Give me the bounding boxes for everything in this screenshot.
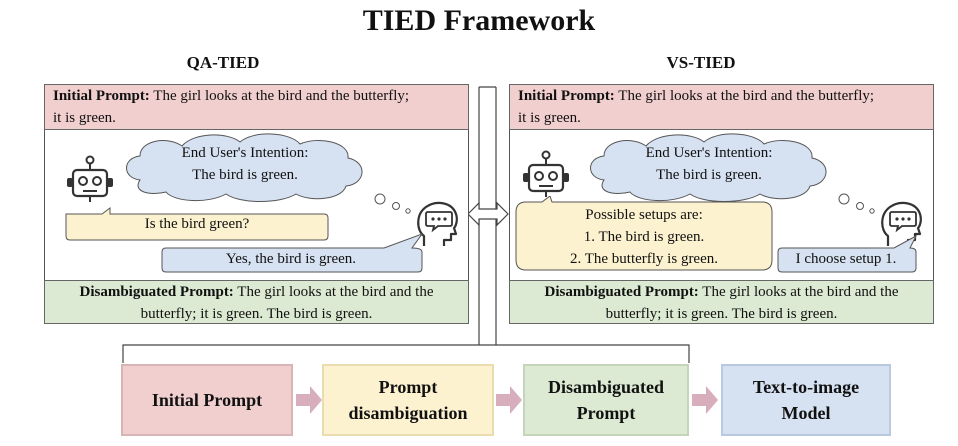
vs-cloud-text: End User's Intention: The bird is green. (624, 142, 794, 186)
double-arrow-icon (467, 201, 509, 227)
qa-initial-prompt: Initial Prompt: The girl looks at the bi… (44, 84, 469, 130)
qa-thought-dots (374, 193, 411, 214)
vs-cloud-line1: End User's Intention: (645, 145, 773, 161)
flow-prompt-disambiguation: Prompt disambiguation (322, 364, 494, 436)
qa-answer-bubble-tail (161, 232, 424, 273)
qa-initial-label: Initial Prompt: (53, 88, 150, 104)
flow-arrow-icon (692, 386, 718, 414)
vs-setups-bubble-tail (515, 196, 773, 271)
qa-question-bubble-tail (65, 207, 329, 241)
flow-step3-line2: Prompt (576, 403, 636, 423)
vs-thought-dots (838, 193, 875, 214)
vs-setup-2[interactable]: 2. The butterfly is green. (569, 251, 718, 267)
qa-disambiguated-prompt: Disambiguated Prompt: The girl looks at … (44, 280, 469, 324)
vs-setups-title: Possible setups are: (585, 207, 703, 223)
flow-arrow-icon (496, 386, 522, 414)
page-title: TIED Framework (362, 4, 596, 37)
vs-initial-prompt: Initial Prompt: The girl looks at the bi… (509, 84, 934, 130)
qa-disamb-text-1: The girl looks at the bird and the (233, 284, 434, 300)
robot-icon (523, 150, 569, 197)
vs-tied-heading: VS-TIED (666, 53, 736, 72)
qa-tied-heading: QA-TIED (186, 53, 260, 72)
robot-icon (67, 155, 113, 202)
vs-disambiguated-prompt: Disambiguated Prompt: The girl looks at … (509, 280, 934, 324)
vs-disamb-label: Disambiguated Prompt: (544, 284, 699, 300)
vs-intention-cloud (590, 133, 827, 202)
qa-initial-text-2: it is green. (53, 110, 116, 126)
vs-initial-label: Initial Prompt: (518, 88, 615, 104)
flow-step4-line1: Text-to-image (752, 377, 860, 397)
qa-disamb-label: Disambiguated Prompt: (79, 284, 234, 300)
flow-step2-line2: disambiguation (348, 403, 468, 423)
user-head-chat-icon (417, 201, 458, 246)
user-head-chat-icon (881, 201, 922, 246)
qa-cloud-text: End User's Intention: The bird is green. (160, 142, 330, 186)
vs-disamb-text-2: butterfly; it is green. The bird is gree… (605, 306, 838, 322)
flow-step3-line1: Disambiguated (547, 377, 664, 397)
qa-cloud-line1: End User's Intention: (181, 145, 309, 161)
vs-choice-text: I choose setup 1. (795, 251, 897, 267)
qa-initial-text-1: The girl looks at the bird and the butte… (149, 88, 410, 104)
vs-initial-text-2: it is green. (518, 110, 581, 126)
vs-choice-bubble-tail (777, 234, 918, 273)
vs-initial-text-1: The girl looks at the bird and the butte… (614, 88, 875, 104)
qa-disamb-text-2: butterfly; it is green. The bird is gree… (140, 306, 373, 322)
qa-intention-cloud (126, 133, 363, 202)
flow-text-to-image-model: Text-to-image Model (721, 364, 891, 436)
flow-step4-line2: Model (781, 403, 831, 423)
vs-disamb-text-1: The girl looks at the bird and the (698, 284, 899, 300)
qa-question-text: Is the bird green? (144, 216, 250, 232)
qa-answer-text: Yes, the bird is green. (225, 251, 357, 267)
flow-step2-line1: Prompt (378, 377, 438, 397)
vs-setup-1[interactable]: 1. The bird is green. (583, 229, 705, 245)
flow-initial-prompt: Initial Prompt (121, 364, 293, 436)
vs-setups-text: Possible setups are: 1. The bird is gree… (520, 204, 768, 270)
flow-disambiguated-prompt: Disambiguated Prompt (523, 364, 689, 436)
flow-step1-label: Initial Prompt (151, 390, 263, 410)
qa-cloud-line2: The bird is green. (192, 167, 298, 183)
flow-arrow-icon (296, 386, 322, 414)
vs-cloud-line2: The bird is green. (656, 167, 762, 183)
